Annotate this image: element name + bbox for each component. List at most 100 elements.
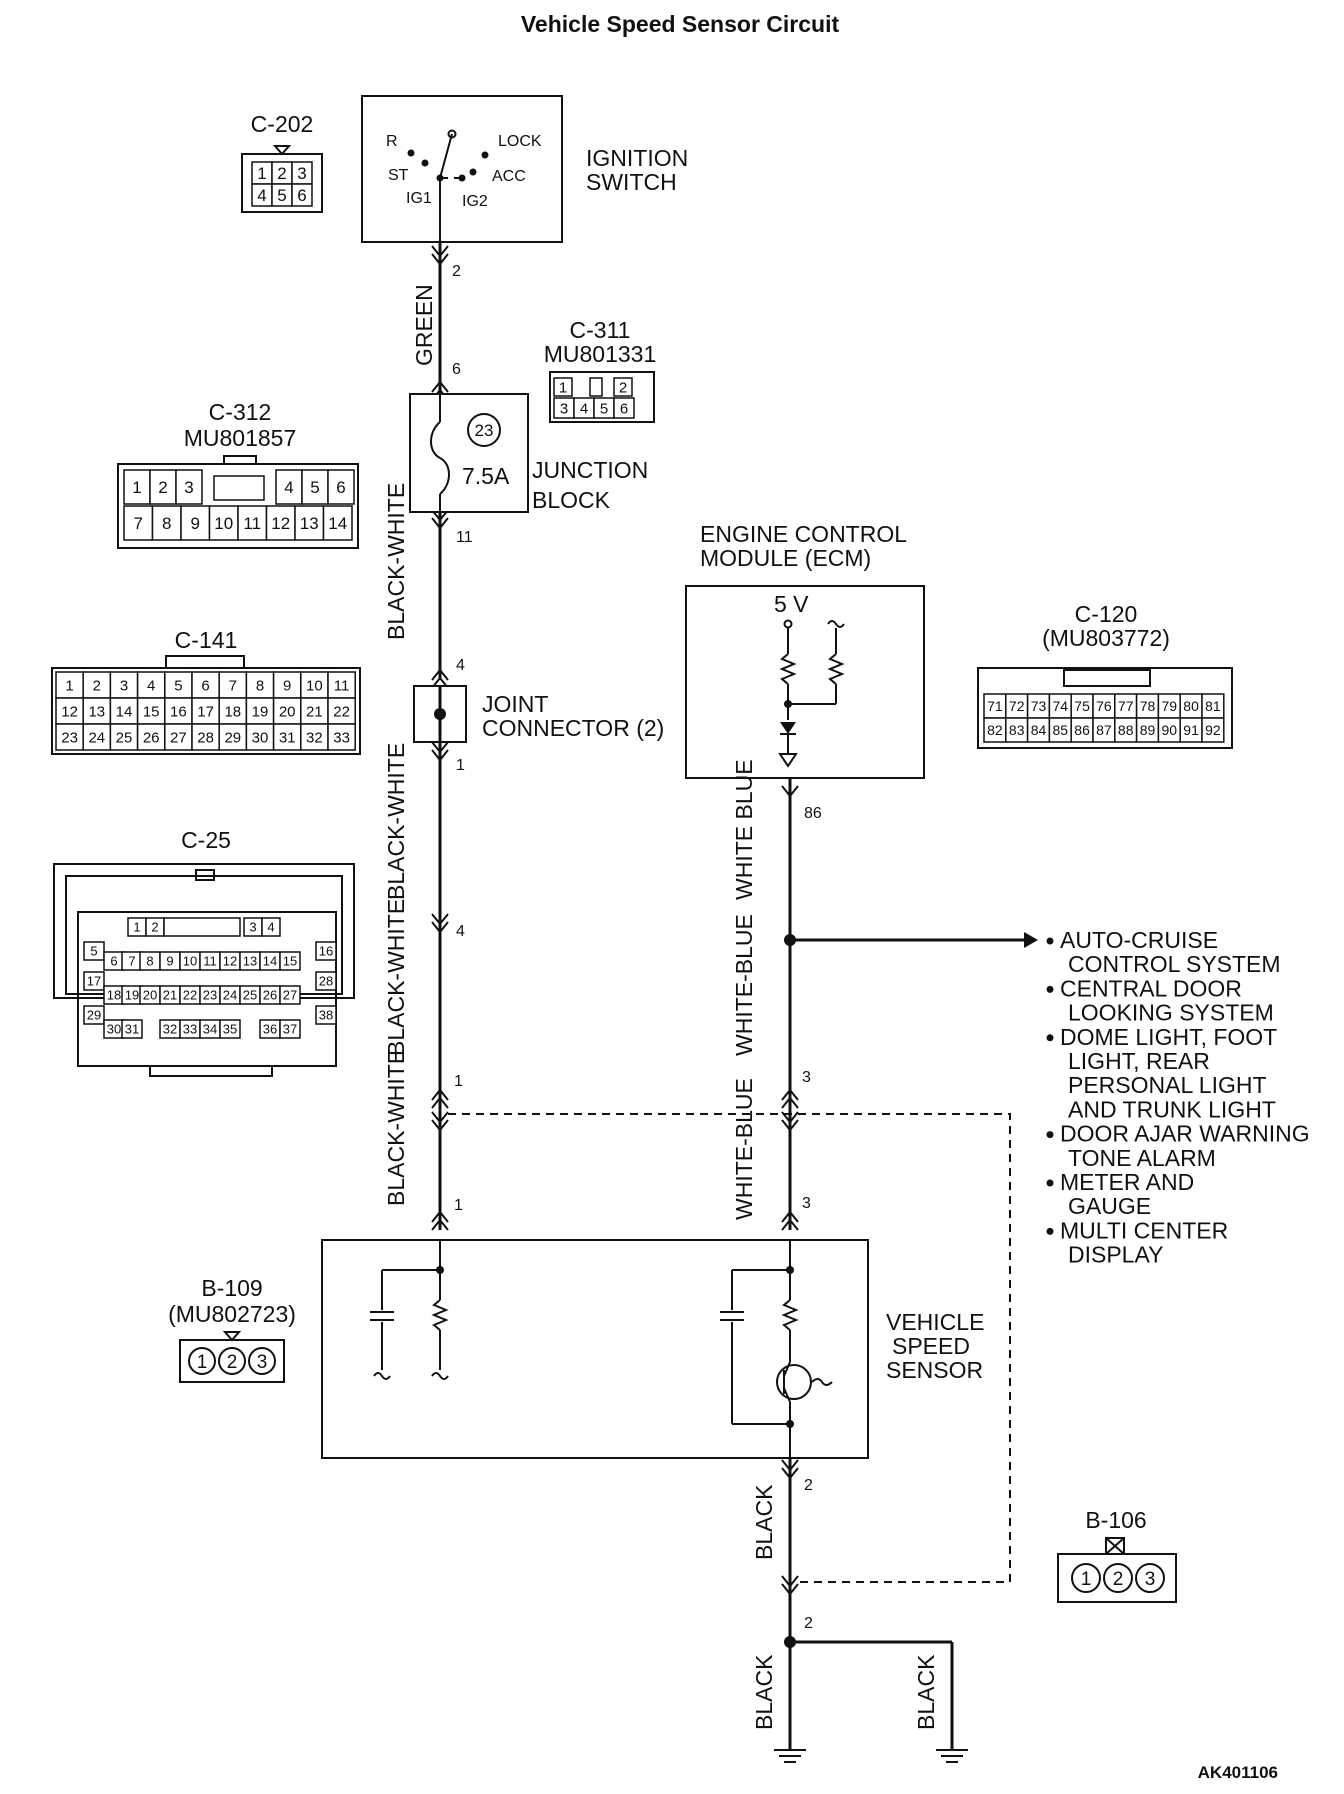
vss-right-resistor-icon [781,1299,799,1331]
c120-pin: 76 [1096,698,1112,714]
c141-pin: 11 [334,677,350,694]
switch-arm [439,133,453,179]
pin-ecm-86: 86 [804,805,822,822]
c120-pin: 82 [987,722,1003,738]
ecm-input-end [827,620,845,628]
pin-vss-2: 2 [804,1477,813,1494]
c25-pin: 37 [283,1022,297,1037]
c141-pin: 30 [252,729,269,746]
c141-pin: 15 [143,703,160,720]
contact-st [421,159,429,167]
c141-pin: 29 [224,729,241,746]
wire-label-white-blue-1: WHITE BLUE [731,759,757,900]
c120-pin: 85 [1053,722,1069,738]
c25-pin: 7 [128,954,135,969]
vss-label-1: VEHICLE [886,1309,984,1335]
connector-mark-jb-out [431,509,449,530]
c311-housing [549,371,655,423]
pin-jc-4: 4 [456,657,465,674]
c312-pin-cell [149,469,177,505]
b109-pin-icon [218,1347,246,1375]
c312-pin: 6 [336,478,345,497]
c141-pin-cell [55,697,84,725]
c311-pin: 2 [619,379,627,396]
c120-pin: 71 [987,698,1003,714]
vss-label-3: SENSOR [886,1357,983,1383]
c312-pin: 11 [243,514,261,533]
c141-pin-cell [272,671,302,699]
fuse-rating: 7.5A [462,463,510,489]
ignition-switch: R LOCK ST ACC IG1 IG2 IGNITION SWITCH [361,95,688,243]
b109-part: (MU802723) [168,1301,296,1327]
wire-label-black-white-3: BLACK-WHITE [383,899,409,1056]
c312-pin-cell [294,505,325,541]
ign-pos-acc: ACC [492,168,526,185]
c120-pin: 72 [1009,698,1025,714]
c312-pin: 13 [300,514,319,533]
c311-pin-cell [613,397,635,419]
b109-pin-icon [188,1347,216,1375]
c312-pin: 10 [214,514,233,533]
c120-pin: 89 [1140,722,1156,738]
c120-pin: 80 [1183,698,1199,714]
c141-pin: 22 [333,703,350,720]
right-wire-run: 86 3 3 WHITE BLUE WHITE-BLUE WHITE-BLUE [731,759,1038,1231]
c312-pin-cell [265,505,296,541]
connector-mark-ecm [781,785,799,798]
c120-pin: 81 [1205,698,1221,714]
destination-line: DISPLAY [1068,1242,1163,1268]
c25-pin: 4 [267,920,274,935]
ecm-label-1: ENGINE CONTROL [700,521,907,547]
connector-mark-vss-wb [781,1210,799,1231]
diagram-title: Vehicle Speed Sensor Circuit [521,11,840,37]
vss-bottom-node [786,1420,794,1428]
c141-pin: 25 [116,729,133,746]
destination-line: CONTROL SYSTEM [1068,951,1281,977]
connector-mark-vss-out [781,1459,799,1480]
destination-line: DOME LIGHT, FOOT [1060,1024,1277,1050]
c25-pin-cell [121,1019,143,1039]
b106-pin-icon [1135,1563,1165,1593]
c312-pin: 1 [132,478,141,497]
c141-pin: 9 [283,677,291,694]
ecm-label-2: MODULE (ECM) [700,545,871,571]
ign-pos-ig1: IG1 [406,190,432,207]
vehicle-speed-sensor: VEHICLE SPEED SENSOR [321,1239,984,1459]
vss-label-2: SPEED [892,1333,970,1359]
c25-pin: 34 [203,1022,217,1037]
wire-label-white-blue-2: WHITE-BLUE [731,914,757,1056]
c25-pin-cell [219,1019,241,1039]
c120-pin: 74 [1053,698,1069,714]
ecm: ENGINE CONTROL MODULE (ECM) 5 V [685,521,925,779]
ecm-pullup-resistor-icon [779,653,797,685]
c25-pin: 1 [133,920,140,935]
c311-key [589,377,603,397]
image-id: AK401106 [1198,1763,1278,1782]
c25-pin: 23 [203,988,217,1003]
bullet-icon [1046,1034,1054,1042]
c25-key [195,869,215,881]
junction-block-label-2: BLOCK [532,487,611,513]
c141-pin-cell [327,697,356,725]
bullet-icon [1046,1131,1054,1139]
c312-pin-cell [208,505,239,541]
c312-pin: 14 [328,514,347,533]
c141-pin: 27 [170,729,187,746]
contact-lock [481,151,489,159]
c141-pin-cell [272,723,302,751]
c120-pin: 84 [1031,722,1047,738]
c141-pin: 8 [256,677,264,694]
ecm-supply-node [783,619,793,629]
c25-pin-cell [83,1005,105,1025]
ground-section: 2 2 BLACK BLACK BLACK [751,1458,968,1763]
pin-jb-6: 6 [452,361,461,378]
c141-pin-cell [327,671,356,699]
ign-pos-r: R [386,133,398,150]
wire-label-black-2: BLACK [751,1654,777,1730]
junction-block-box [409,393,529,513]
ign-pos-lock: LOCK [498,133,542,150]
